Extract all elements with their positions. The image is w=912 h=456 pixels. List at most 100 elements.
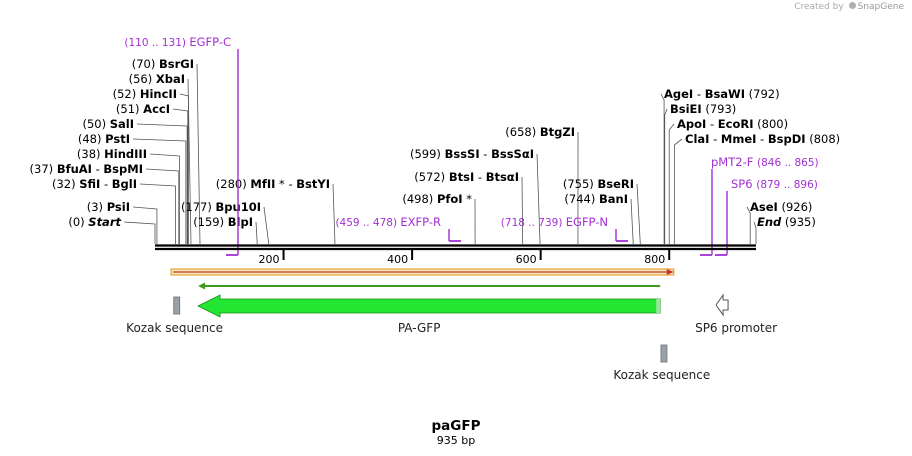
site-position: (808) xyxy=(806,132,841,146)
site-position: * xyxy=(463,192,473,206)
site-position: - xyxy=(706,117,717,131)
site-position: (32) xyxy=(52,177,79,191)
enzyme-name: BspMI xyxy=(103,162,143,176)
site-leader-line xyxy=(536,153,541,245)
site-label: AgeI - BsaWI (792) xyxy=(664,87,780,101)
primer-range: (459 .. 478) xyxy=(335,217,400,229)
site-position: - xyxy=(100,177,111,191)
site-leader-lines xyxy=(123,63,757,245)
site-position: (37) xyxy=(30,162,57,176)
tick-label: 400 xyxy=(387,253,408,266)
site-position: (658) xyxy=(505,125,540,139)
primer-name: EGFP-N xyxy=(566,215,608,229)
sp6-promoter-arrow xyxy=(715,293,729,317)
site-position: (793) xyxy=(702,102,737,116)
site-position: (755) xyxy=(563,177,598,191)
enzyme-name: ApoI xyxy=(677,117,706,131)
site-label: (498) PfoI * xyxy=(402,192,472,206)
site-position: (51) xyxy=(116,102,143,116)
site-leader-line xyxy=(132,138,187,244)
enzyme-name: BssSαI xyxy=(491,147,534,161)
site-position: (48) xyxy=(78,132,105,146)
site-leader-line xyxy=(145,168,180,244)
map-title: paGFP xyxy=(432,418,481,434)
site-label: (744) BanI xyxy=(564,192,628,206)
site-leader-line xyxy=(172,108,189,244)
site-position: (3) xyxy=(87,200,107,214)
enzyme-name: BspDI xyxy=(768,132,806,146)
site-position: - xyxy=(756,132,767,146)
tick-label: 800 xyxy=(644,253,665,266)
site-position: (159) xyxy=(193,215,228,229)
snapgene-credit: Created by SnapGene xyxy=(794,2,904,12)
credit-brand: SnapGene xyxy=(857,2,904,12)
kozak-sequence-box xyxy=(173,296,181,315)
enzyme-name: BlpI xyxy=(228,215,253,229)
site-leader-line xyxy=(668,123,675,244)
site-label: (3) PsiI xyxy=(87,200,130,214)
enzyme-name: BsrGI xyxy=(159,57,194,71)
site-leader-line xyxy=(753,221,757,244)
site-position: * - xyxy=(275,177,296,191)
primer-label: (459 .. 478) EXFP-R xyxy=(335,215,441,229)
site-leader-line xyxy=(660,93,665,244)
site-leader-line xyxy=(521,176,524,245)
site-label: (70) BsrGI xyxy=(132,57,194,71)
site-position: - xyxy=(709,132,720,146)
site-position: (52) xyxy=(113,87,140,101)
site-leader-line xyxy=(673,138,683,244)
site-label: (159) BlpI xyxy=(193,215,253,229)
feature-label: Kozak sequence xyxy=(613,368,710,382)
site-position: (599) xyxy=(410,147,445,161)
orf-reverse-arrowhead xyxy=(198,282,206,290)
primer-name: pMT2-F xyxy=(711,155,757,169)
enzyme-name: HindIII xyxy=(104,147,147,161)
primer-label: (110 .. 131) EGFP-C xyxy=(124,35,231,49)
enzyme-name: BtsI xyxy=(449,170,474,184)
primer-range: (879 .. 896) xyxy=(756,179,818,191)
site-label: ApoI - EcoRI (800) xyxy=(677,117,788,131)
primer-range: (110 .. 131) xyxy=(124,37,189,49)
site-leader-line xyxy=(149,153,180,244)
enzyme-name: BsaWI xyxy=(705,87,745,101)
primer-name: SP6 xyxy=(731,177,756,191)
enzyme-name: AccI xyxy=(143,102,170,116)
site-position: - xyxy=(92,162,103,176)
site-label: AseI (926) xyxy=(750,200,812,214)
enzyme-name: BglI xyxy=(112,177,137,191)
enzyme-name: End xyxy=(757,215,782,229)
enzyme-name: BssSI xyxy=(445,147,480,161)
primer-name: EGFP-C xyxy=(189,35,231,49)
primer-annotations: (110 .. 131) EGFP-C (459 .. 478) EXFP-R (7… xyxy=(124,35,819,256)
site-position: (70) xyxy=(132,57,159,71)
site-label: (0) Start xyxy=(68,215,121,229)
credit-prefix: Created by xyxy=(794,2,844,12)
site-leader-line xyxy=(630,198,634,245)
site-leader-line xyxy=(196,63,201,245)
enzyme-name: EcoRI xyxy=(718,117,754,131)
site-leader-line xyxy=(132,206,158,244)
sequence-backbone xyxy=(155,244,756,251)
orf-arrows xyxy=(170,268,675,290)
site-label: (56) XbaI xyxy=(129,72,185,86)
enzyme-name: MmeI xyxy=(721,132,757,146)
site-label: End (935) xyxy=(757,215,816,229)
enzyme-name: MfII xyxy=(250,177,275,191)
site-label: (32) SfiI - BglI xyxy=(52,177,137,191)
site-label: (52) HincII xyxy=(113,87,177,101)
site-label: (37) BfuAI - BspMI xyxy=(30,162,143,176)
enzyme-name: BtgZI xyxy=(540,125,575,139)
enzyme-name: BanI xyxy=(599,192,628,206)
site-label: BsiEI (793) xyxy=(670,102,736,116)
site-position: - xyxy=(474,170,485,184)
site-position: (38) xyxy=(77,147,104,161)
enzyme-name: PfoI xyxy=(437,192,463,206)
site-position: (280) xyxy=(216,177,251,191)
site-leader-line xyxy=(255,221,258,245)
site-label: (50) SalI xyxy=(82,117,134,131)
primer-label: SP6 (879 .. 896) xyxy=(731,177,818,191)
site-position: - xyxy=(480,147,491,161)
site-position: - xyxy=(693,87,704,101)
